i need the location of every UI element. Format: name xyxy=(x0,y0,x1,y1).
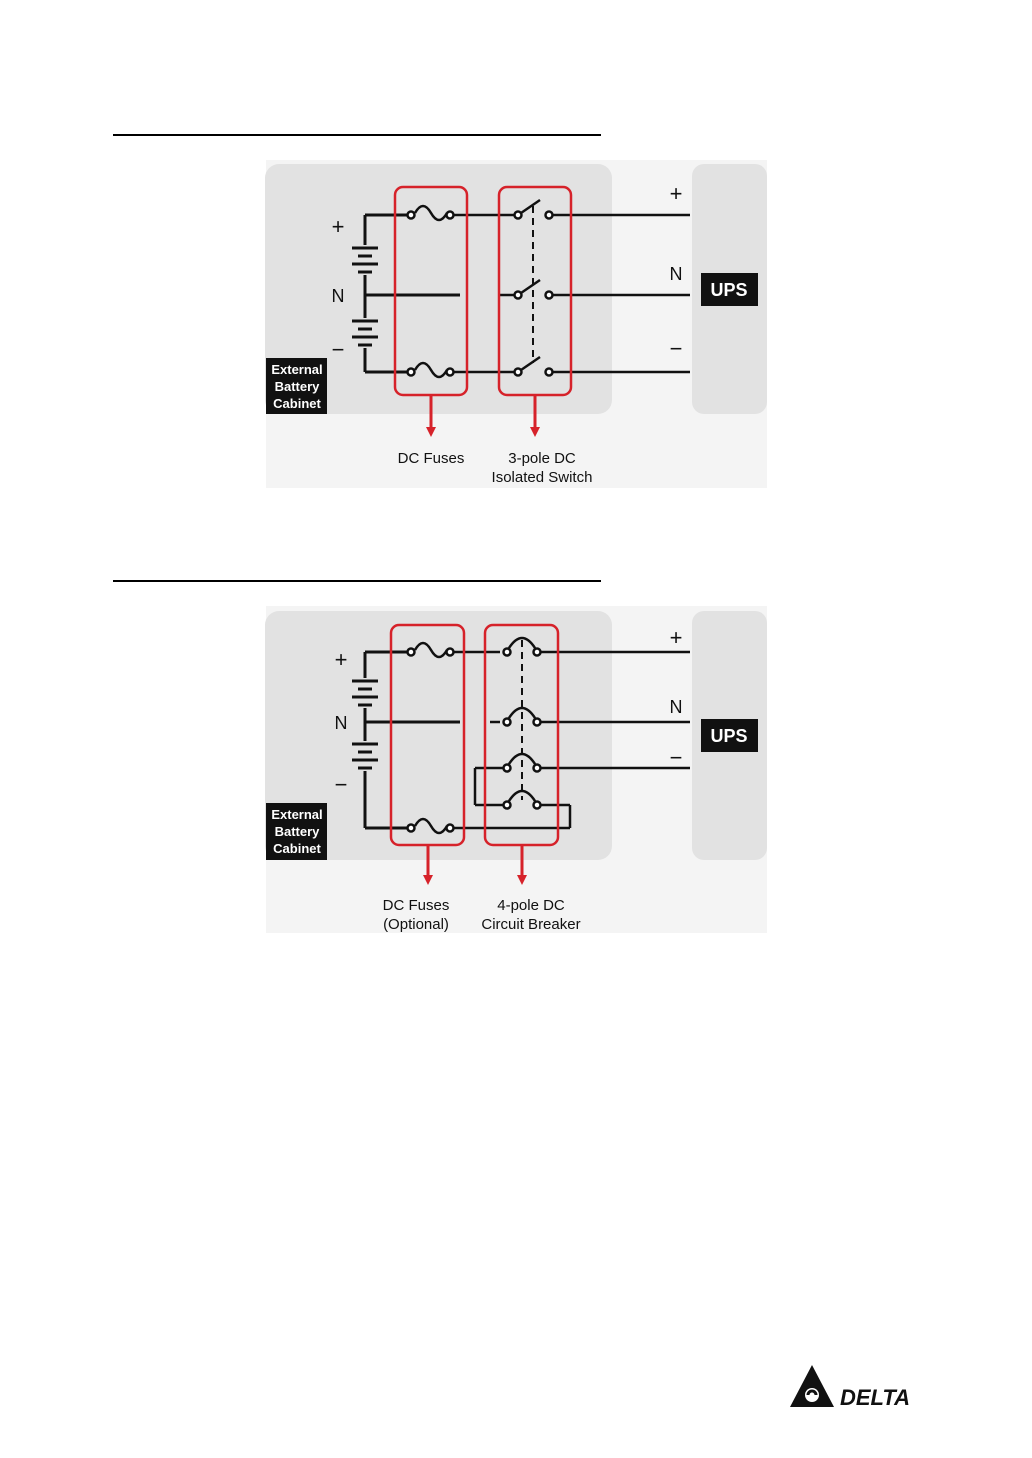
ups-neutral-label: N xyxy=(670,264,683,284)
switch-callout-text-2: Isolated Switch xyxy=(492,469,593,486)
switch-callout-text-1: 3-pole DC xyxy=(508,450,576,467)
battery-plus-label: + xyxy=(335,647,348,672)
cabinet-label-line-3: Cabinet xyxy=(273,841,321,856)
fuse-callout-text-1: DC Fuses xyxy=(383,897,450,914)
ups-neutral-label: N xyxy=(670,697,683,717)
fuse-callout-text: DC Fuses xyxy=(398,450,465,467)
cabinet-label-line-3: Cabinet xyxy=(273,396,321,411)
ups-label: UPS xyxy=(710,726,747,746)
ups-minus-label: − xyxy=(670,336,683,361)
ups-label: UPS xyxy=(710,280,747,300)
battery-neutral-label: N xyxy=(332,286,345,306)
battery-minus-label: − xyxy=(332,337,345,362)
diagram-circuit-breaker: + N − xyxy=(265,606,767,933)
ups-plus-label: + xyxy=(670,625,683,650)
ups-minus-label: − xyxy=(670,745,683,770)
battery-minus-label: − xyxy=(335,772,348,797)
ups-plus-label: + xyxy=(670,181,683,206)
fuse-callout-text-2: (Optional) xyxy=(383,916,449,933)
diagram-isolated-switch: + N − xyxy=(265,160,767,488)
cabinet-label-line-2: Battery xyxy=(275,379,321,394)
cabinet-label-line-2: Battery xyxy=(275,824,321,839)
cabinet-label-line-1: External xyxy=(271,807,322,822)
battery-plus-label: + xyxy=(332,214,345,239)
battery-neutral-label: N xyxy=(335,713,348,733)
breaker-callout-text-1: 4-pole DC xyxy=(497,897,565,914)
breaker-callout-text-2: Circuit Breaker xyxy=(481,916,580,933)
delta-logo: DELTA xyxy=(788,1363,922,1413)
cabinet-label-line-1: External xyxy=(271,362,322,377)
delta-logo-text: DELTA xyxy=(840,1385,910,1410)
